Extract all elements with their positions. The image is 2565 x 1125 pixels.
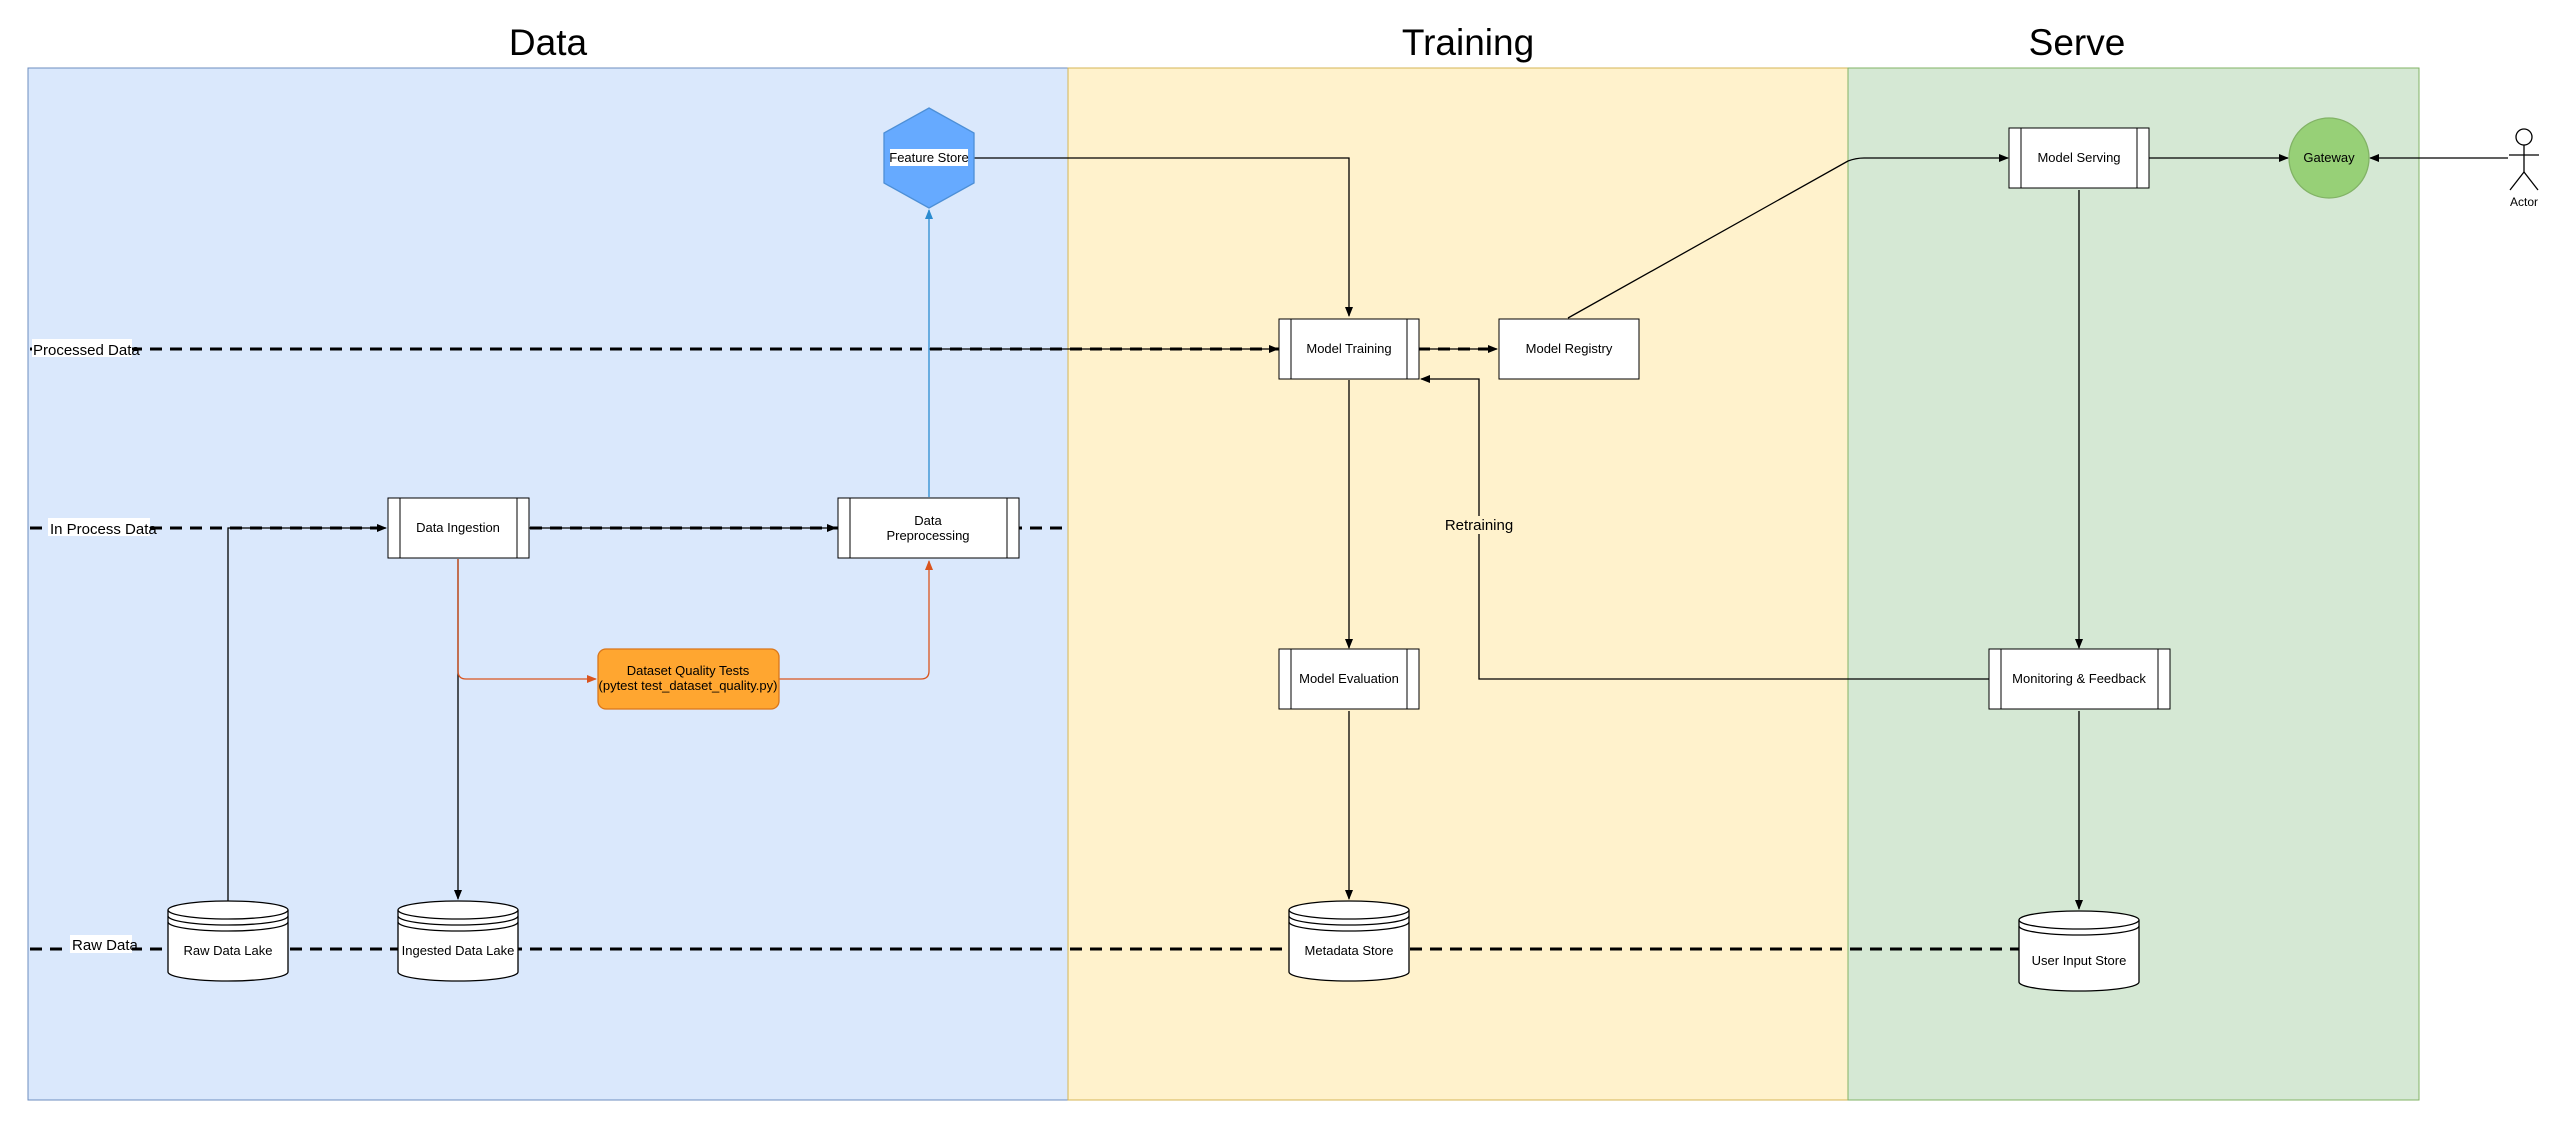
band-label-in-process: In Process Data — [50, 521, 157, 538]
data-preprocessing-label-line1: Data — [914, 513, 942, 528]
edge-quality-to-preprocessing — [779, 560, 933, 680]
user-input-store-node[interactable]: User Input Store — [2018, 910, 2140, 992]
lane-title-serve: Serve — [2029, 22, 2126, 63]
band-label-raw: Raw Data — [72, 937, 139, 954]
feature-store-label: Feature Store — [889, 150, 969, 165]
band-label-processed: Processed Data — [33, 342, 140, 359]
model-registry-label: Model Registry — [1526, 341, 1613, 356]
dataset-quality-tests-node[interactable]: Dataset Quality Tests (pytest test_datas… — [597, 648, 780, 710]
band-label-processed-group: Processed Data — [32, 339, 140, 359]
user-input-store-label: User Input Store — [2032, 953, 2127, 968]
edge-label-retraining: Retraining — [1445, 517, 1513, 534]
model-evaluation-node[interactable]: Model Evaluation — [1278, 648, 1420, 710]
band-label-in-process-group: In Process Data — [48, 518, 157, 538]
edge-feature-store-to-training — [974, 157, 1353, 317]
ingested-data-lake-node[interactable]: Ingested Data Lake — [397, 900, 519, 982]
lane-title-data: Data — [509, 22, 588, 63]
monitoring-feedback-node[interactable]: Monitoring & Feedback — [1988, 648, 2171, 710]
lane-title-training: Training — [1402, 22, 1534, 63]
ingested-data-lake-label: Ingested Data Lake — [402, 943, 515, 958]
band-label-raw-group: Raw Data — [70, 935, 139, 954]
model-serving-label: Model Serving — [2037, 150, 2120, 165]
model-registry-node[interactable]: Model Registry — [1498, 318, 1640, 380]
dataset-quality-tests-label-line2: (pytest test_dataset_quality.py) — [599, 678, 778, 693]
edge-registry-to-serving — [1567, 154, 2009, 319]
model-training-label: Model Training — [1306, 341, 1391, 356]
raw-data-lake-label: Raw Data Lake — [184, 943, 273, 958]
edge-label-retraining-group: Retraining — [1445, 516, 1513, 534]
edges — [227, 154, 2508, 910]
model-training-node[interactable]: Model Training — [1278, 318, 1420, 380]
data-ingestion-node[interactable]: Data Ingestion — [387, 497, 530, 559]
edge-raw-lake-to-ingestion — [227, 524, 387, 902]
feature-store-node[interactable]: Feature Store — [883, 107, 975, 209]
actor-icon — [2509, 128, 2539, 191]
data-preprocessing-label-line2: Preprocessing — [886, 528, 969, 543]
model-serving-node[interactable]: Model Serving — [2008, 127, 2150, 189]
monitoring-feedback-label: Monitoring & Feedback — [2012, 671, 2146, 686]
edge-ingestion-to-quality — [457, 559, 597, 683]
metadata-store-label: Metadata Store — [1305, 943, 1394, 958]
data-ingestion-label: Data Ingestion — [416, 520, 500, 535]
actor-label: Actor — [2510, 195, 2538, 209]
metadata-store-node[interactable]: Metadata Store — [1288, 900, 1410, 982]
raw-data-lake-node[interactable]: Raw Data Lake — [167, 900, 289, 982]
lane-training: Training — [1067, 22, 1849, 1101]
gateway-node[interactable]: Gateway — [2288, 117, 2370, 199]
dataset-quality-tests-label-line1: Dataset Quality Tests — [627, 663, 750, 678]
data-preprocessing-node[interactable]: Data Preprocessing — [837, 497, 1020, 559]
gateway-label: Gateway — [2303, 150, 2355, 165]
model-evaluation-label: Model Evaluation — [1299, 671, 1399, 686]
actor-node[interactable]: Actor — [2509, 128, 2539, 209]
